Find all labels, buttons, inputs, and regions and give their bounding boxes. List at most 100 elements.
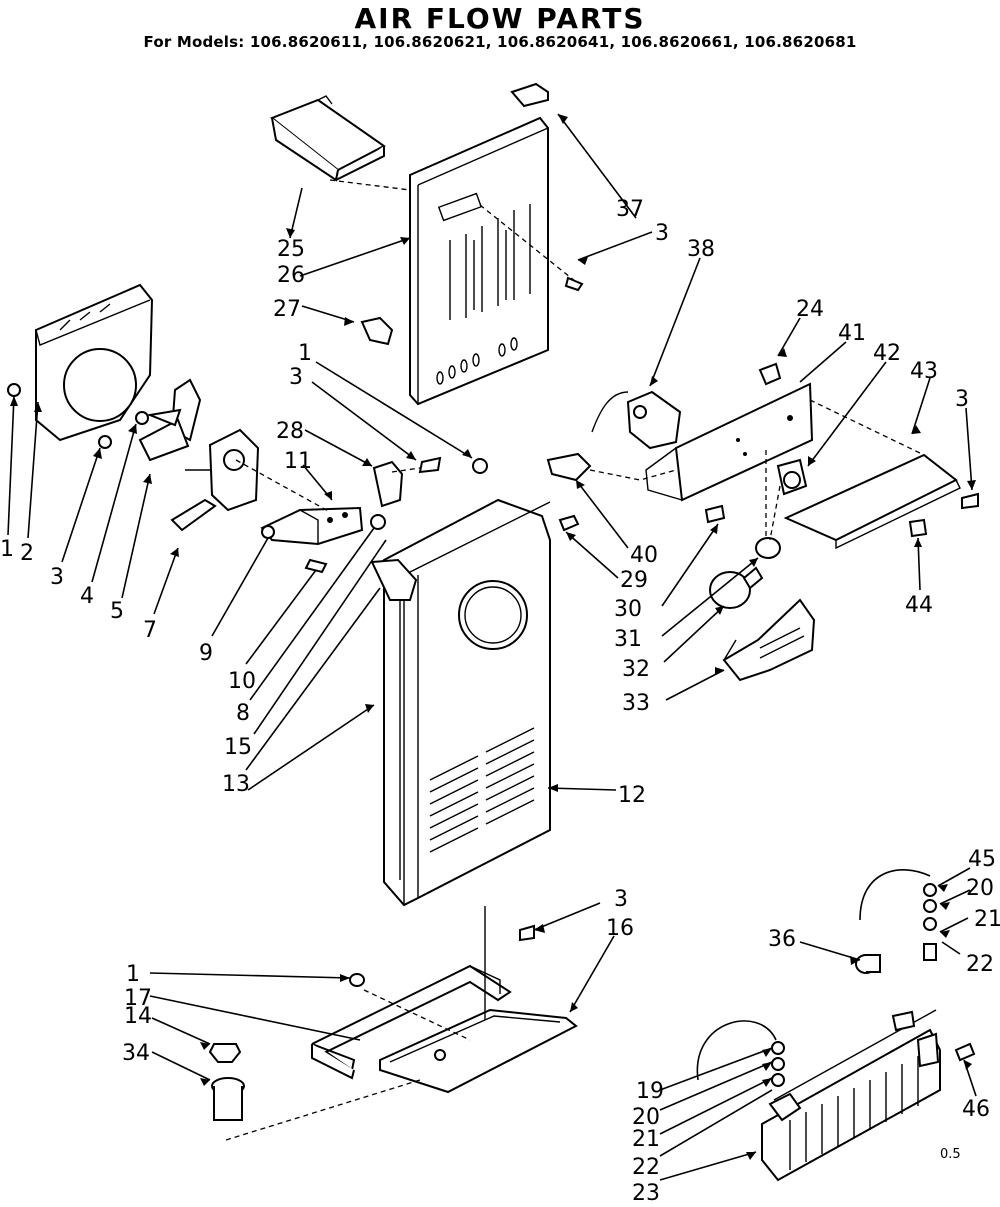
callout-19: 19: [636, 1079, 664, 1104]
callout-29: 29: [620, 568, 648, 593]
callout-41: 41: [838, 321, 866, 346]
callout-42: 42: [873, 341, 901, 366]
drain-plug-part-34: [211, 1077, 245, 1121]
clip-part-10: [304, 558, 328, 574]
washer-part-22-bottom: [771, 1073, 785, 1087]
screw-part-3-base: [519, 924, 535, 942]
callout-15: 15: [224, 735, 252, 760]
screw-part-3-center: [418, 456, 442, 474]
socket-part-42: [776, 458, 808, 496]
callout-20-bottom: 20: [632, 1105, 660, 1130]
clip-part-21-top: [923, 899, 937, 913]
pivot-part-right: [891, 1010, 916, 1032]
leader-lines: [7, 113, 977, 1181]
callout-33: 33: [622, 691, 650, 716]
clip-part-4: [135, 411, 149, 425]
lamp-socket-part-31: [755, 537, 781, 559]
callout-5: 5: [110, 599, 124, 624]
filter-cover-part: [270, 95, 386, 182]
drain-tray-part-16: [379, 906, 578, 1094]
shelf-part-43: [783, 453, 961, 550]
motor-mount-bracket-part: [260, 506, 364, 546]
callout-11: 11: [284, 449, 312, 474]
screw-part-9: [261, 525, 275, 539]
callout-20-top: 20: [966, 876, 994, 901]
callout-17: 17: [124, 986, 152, 1011]
callout-22-bottom: 22: [632, 1155, 660, 1180]
callout-44: 44: [905, 593, 933, 618]
housing-louvers: [429, 727, 535, 853]
louver-part-23: [761, 1009, 941, 1182]
motor-part-36: [855, 954, 881, 974]
callout-12: 12: [618, 783, 646, 808]
fan-blade-part: [138, 378, 202, 462]
callout-9: 9: [199, 641, 213, 666]
rear-panel-part: [409, 116, 549, 406]
pivot-part-left: [916, 1032, 940, 1068]
clip-part-40: [546, 452, 592, 482]
blower-housing-part: [35, 283, 154, 442]
callout-30: 30: [614, 597, 642, 622]
callout-38: 38: [687, 237, 715, 262]
screw-part-46: [954, 1042, 976, 1062]
nut-part-1-base: [349, 973, 365, 987]
callout-21-top: 21: [974, 907, 1000, 932]
callout-1-center: 1: [298, 341, 312, 366]
nut-part-1-center: [472, 458, 488, 474]
washer-part-22-top: [923, 917, 937, 931]
models-subtitle: For Models: 106.8620611, 106.8620621, 10…: [143, 33, 857, 51]
callout-10: 10: [228, 669, 256, 694]
stud-part-top: [923, 943, 937, 961]
callout-8: 8: [236, 701, 250, 726]
callout-32: 32: [622, 657, 650, 682]
screw-part-3-right: [961, 492, 979, 510]
callout-3-top: 3: [655, 221, 669, 246]
callout-28: 28: [276, 419, 304, 444]
callout-3-left: 3: [50, 565, 64, 590]
callout-36: 36: [768, 927, 796, 952]
callout-40: 40: [630, 543, 658, 568]
callout-1-base: 1: [126, 962, 140, 987]
clip-part-27: [360, 316, 394, 346]
lamp-cover-part-33: [722, 598, 816, 682]
clip-part-21-bottom: [771, 1057, 785, 1071]
motor-bracket-part-7: [170, 498, 217, 532]
callout-1-left: 1: [0, 537, 14, 562]
callout-46: 46: [962, 1097, 990, 1122]
main-housing-part: [370, 498, 551, 907]
callout-24: 24: [796, 297, 824, 322]
diagram-title: AIR FLOW PARTS: [354, 2, 646, 35]
callout-4: 4: [80, 584, 94, 609]
callout-25: 25: [277, 237, 305, 262]
callout-14: 14: [124, 1004, 152, 1029]
callout-16: 16: [606, 916, 634, 941]
callout-27: 27: [273, 297, 301, 322]
rod-part-19: [696, 1020, 777, 1081]
arrowheads: [10, 114, 976, 1160]
corner-mark: 0.5: [940, 1147, 961, 1162]
clip-part-37: [510, 82, 549, 108]
callout-13: 13: [222, 772, 250, 797]
screw-part-3-left: [98, 435, 112, 449]
screw-part-44: [908, 518, 928, 538]
callout-45: 45: [968, 847, 996, 872]
clip-part-24: [758, 362, 782, 386]
drain-fitting-part-14: [208, 1043, 242, 1063]
callout-26: 26: [277, 263, 305, 288]
callout-31: 31: [614, 627, 642, 652]
callout-3-right: 3: [955, 387, 969, 412]
relay-part-38: [591, 390, 682, 450]
callout-43: 43: [910, 359, 938, 384]
screw-part-3-top: [564, 276, 584, 292]
callout-3-base: 3: [614, 887, 628, 912]
base-frame-part-17: [311, 964, 512, 1080]
callout-3-center: 3: [289, 365, 303, 390]
callout-34: 34: [122, 1041, 150, 1066]
screw-part-30: [704, 504, 726, 524]
callout-37: 37: [616, 197, 644, 222]
rod-part-45: [859, 869, 931, 921]
clip-part-28: [372, 460, 404, 508]
motor-part: [185, 428, 260, 512]
control-bracket-part-41: [645, 382, 814, 502]
